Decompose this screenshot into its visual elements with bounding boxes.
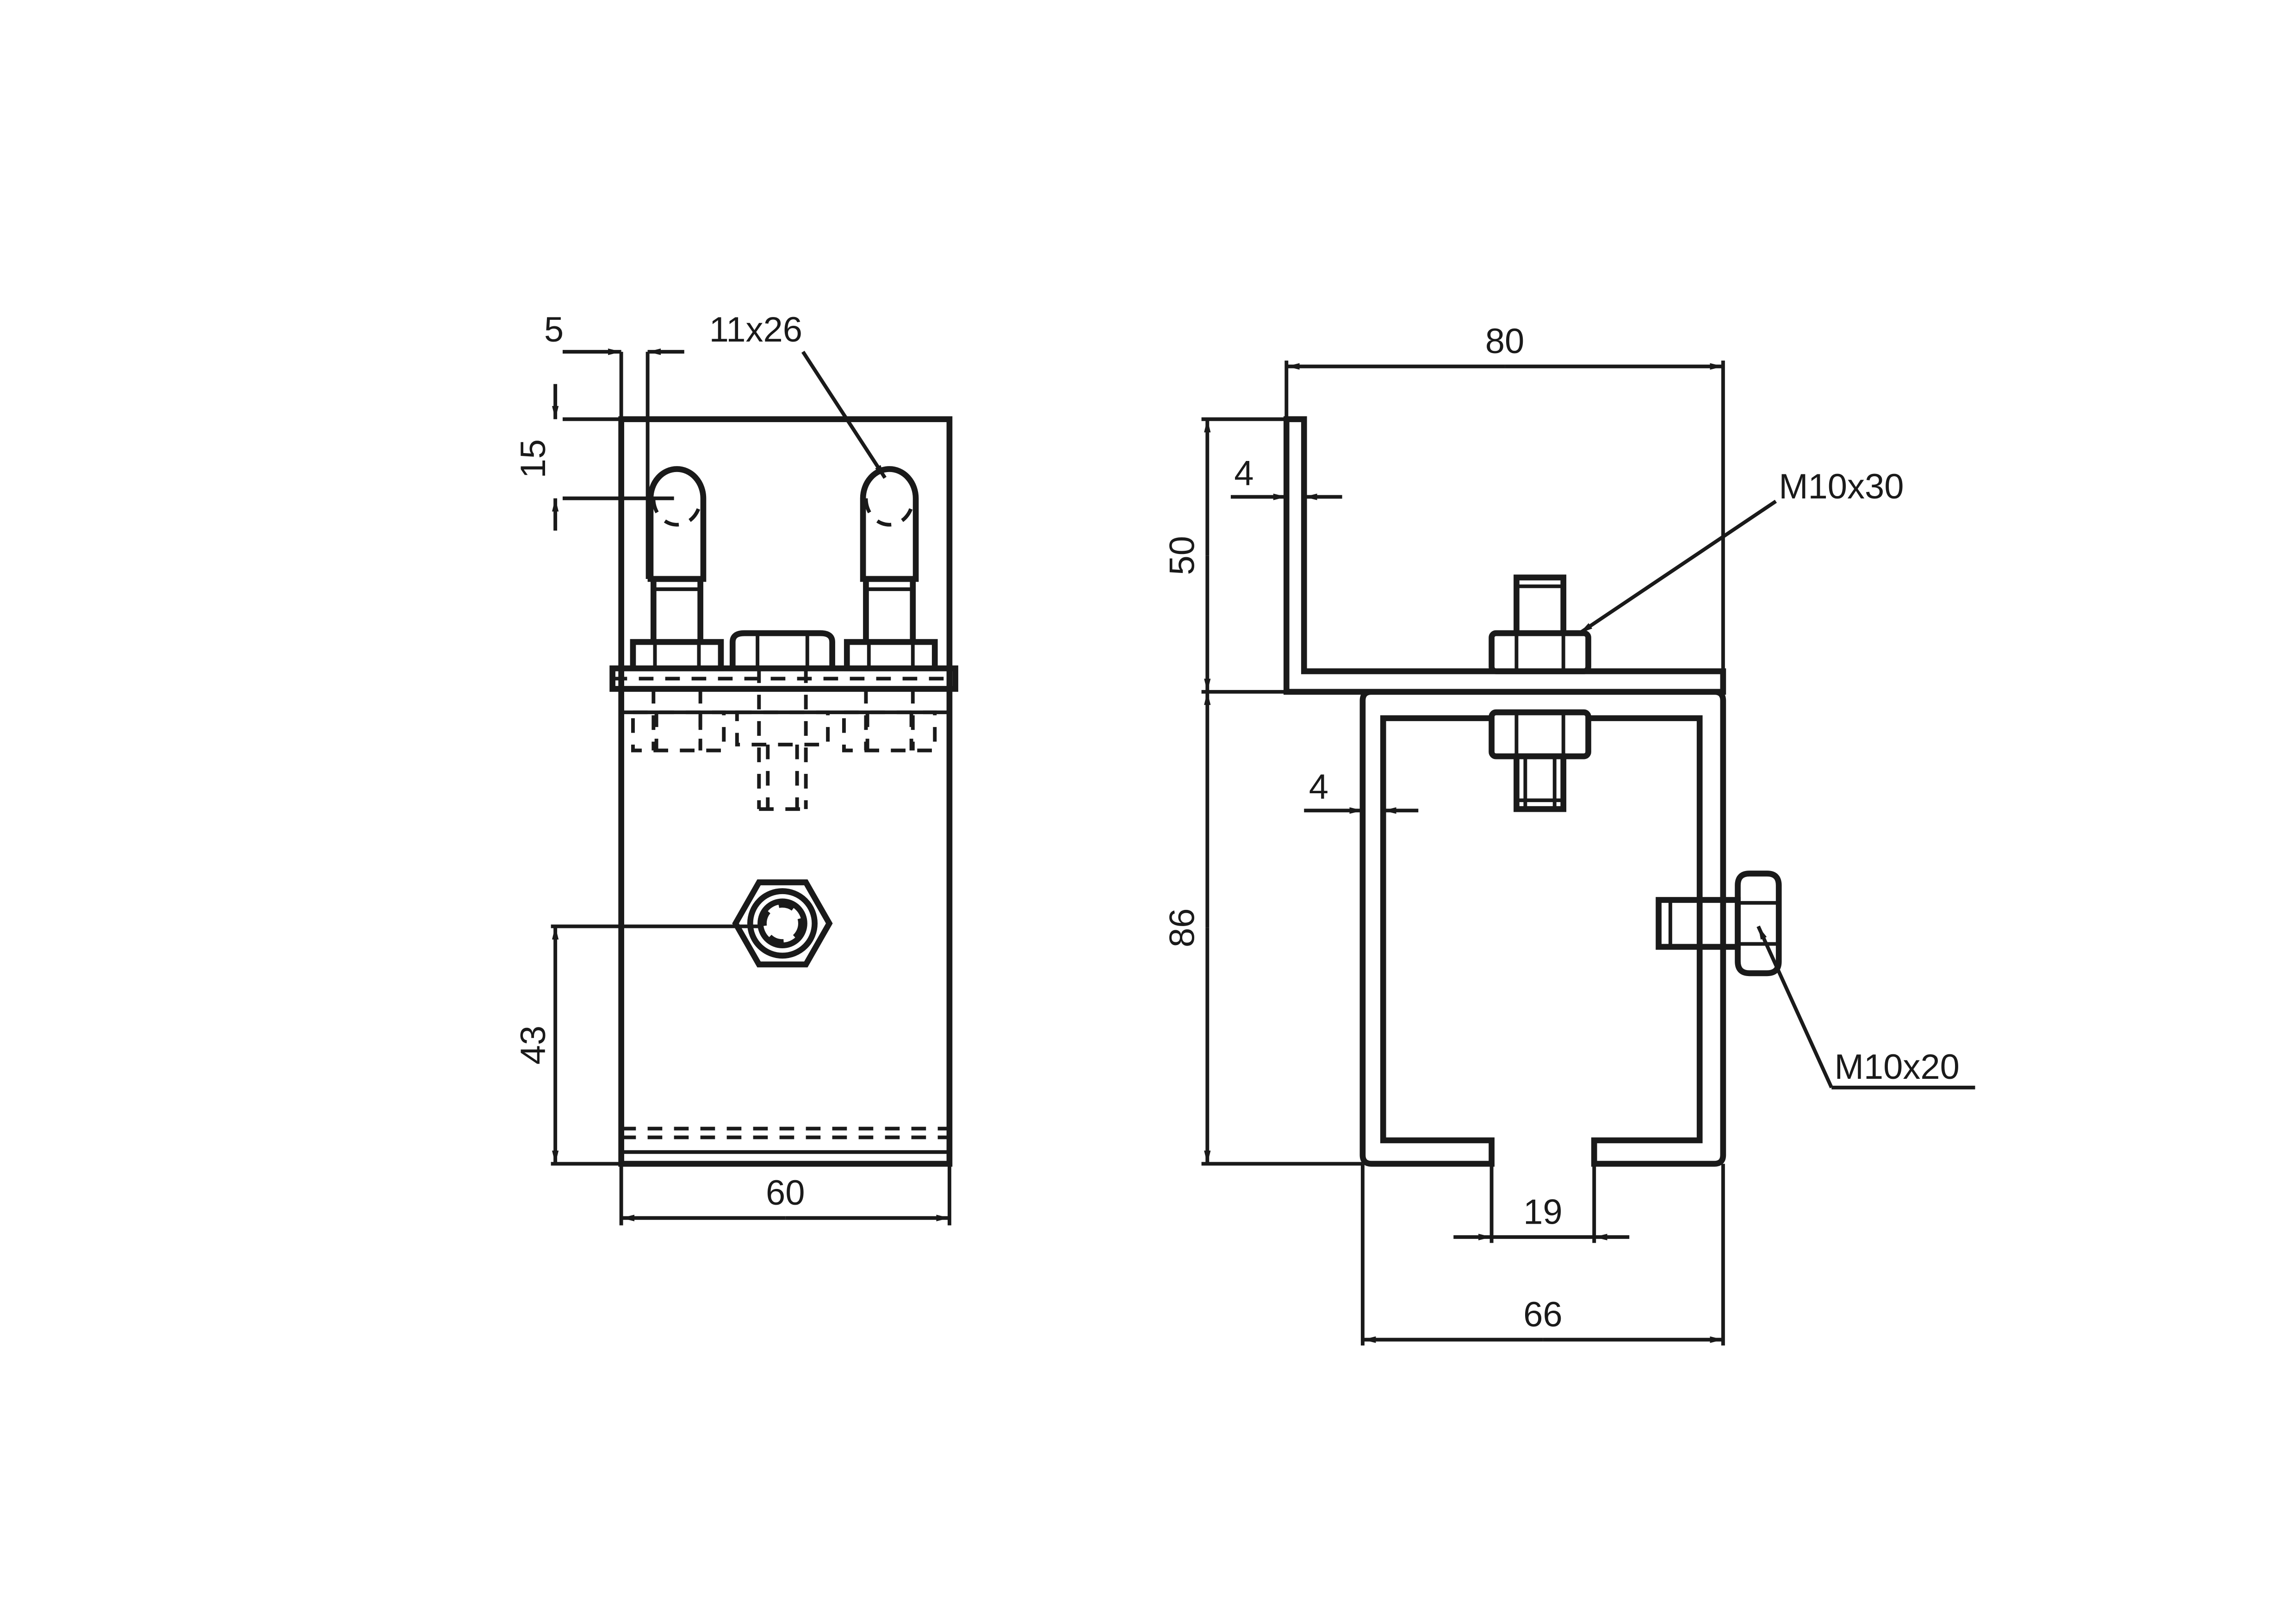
top-bolt-nut-lower — [1489, 709, 1591, 759]
slot-left-hidden — [652, 498, 702, 527]
side-bolt-shank — [1656, 897, 1741, 950]
leader-line — [801, 350, 887, 479]
side-bolt-hex — [732, 879, 833, 968]
side-bolt-head — [1735, 871, 1782, 977]
dim-slot-gap: 19 — [1523, 1192, 1563, 1232]
front-view: 5 11x26 15 43 60 — [514, 310, 958, 1226]
dim-overall-width: 80 — [1485, 322, 1525, 361]
leader-line — [1756, 925, 1833, 1089]
dim-plate-thickness: 4 — [1234, 454, 1253, 493]
dim-channel-wall: 4 — [1309, 767, 1328, 807]
side-bolt-thread — [763, 904, 802, 943]
label-bolt-side: M10x20 — [1835, 1047, 1960, 1087]
nut-center-top — [729, 630, 835, 672]
nut-center-hidden — [735, 710, 830, 747]
nut-right-hidden — [842, 710, 937, 753]
dim-slot-offset: 5 — [544, 310, 564, 349]
label-bolt-top: M10x30 — [1779, 467, 1904, 506]
slot-right — [860, 466, 919, 582]
dim-slot-size: 11x26 — [709, 310, 802, 349]
leader-line — [1578, 499, 1777, 635]
channel-profile — [1359, 689, 1726, 1167]
top-bolt-shank-lower — [1514, 753, 1567, 812]
nut-left-top — [630, 639, 724, 672]
front-body-outline — [618, 416, 953, 1167]
side-bolt-hole — [757, 898, 807, 949]
dim-channel-width: 66 — [1523, 1295, 1563, 1334]
dim-channel-height: 86 — [1163, 908, 1202, 947]
nut-right-top — [844, 639, 938, 672]
top-bolt-nut-upper — [1489, 630, 1591, 674]
slot-left — [647, 466, 707, 582]
nut-left-hidden — [631, 710, 726, 753]
dim-width: 60 — [766, 1173, 805, 1213]
side-view: 80 4 50 M10x30 4 86 M10x20 19 — [1163, 322, 1975, 1346]
dim-hole-height: 43 — [514, 1026, 553, 1065]
plate-lower-band — [619, 687, 951, 715]
dim-flange-height: 50 — [1163, 536, 1202, 575]
dim-slot-top: 15 — [514, 439, 553, 479]
slot-right-hidden — [864, 498, 915, 527]
side-bolt-washer — [747, 888, 818, 959]
